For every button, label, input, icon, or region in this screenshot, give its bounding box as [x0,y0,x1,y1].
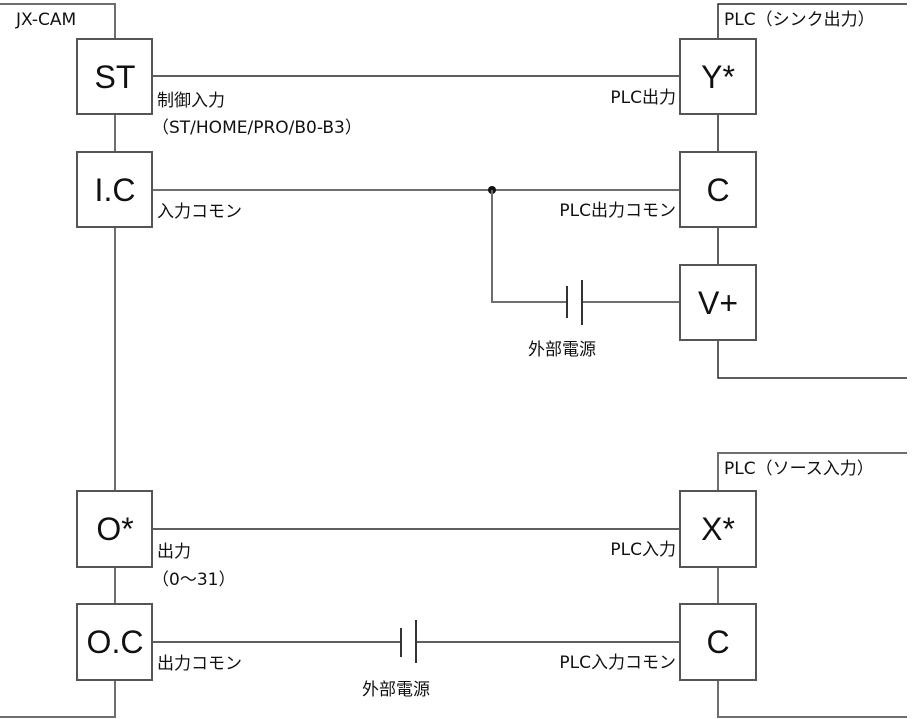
ext-power-bottom-label: 外部電源 [362,680,430,700]
jxcam-title: JX-CAM [15,10,76,30]
output-label: 出力 [157,542,191,562]
terminal-c-out: C [679,151,757,228]
plc-output-common-label: PLC出力コモン [559,201,676,221]
ext-power-top-label: 外部電源 [528,340,596,360]
plc-input-common-label: PLC入力コモン [559,653,676,673]
plc-source-title: PLC（ソース入力） [724,459,874,479]
control-input-label: 制御入力 [157,91,225,111]
wire-junction-to-battery [491,190,567,303]
terminal-x-star-label: X* [701,511,735,547]
terminal-o-star-label: O* [96,511,133,547]
terminal-st-label: ST [95,59,136,95]
terminal-x-star: X* [679,490,757,568]
terminal-y-star-label: Y* [701,59,735,95]
terminal-c-in: C [679,603,757,681]
output-common-label: 出力コモン [157,654,242,674]
terminal-o-star: O* [76,490,153,568]
terminal-v-plus-label: V+ [698,285,738,321]
terminal-ic-label: I.C [95,172,136,208]
control-input-detail-label: （ST/HOME/PRO/B0-B3） [152,118,362,138]
jxcam-frame-line [0,3,116,718]
terminal-st: ST [76,38,153,115]
terminal-c-in-label: C [706,624,729,660]
terminal-v-plus: V+ [679,264,757,341]
terminal-c-out-label: C [706,172,729,208]
plc-source-frame-line [717,452,907,718]
terminal-oc: O.C [76,603,153,681]
plc-output-label: PLC出力 [610,88,676,108]
terminal-y-star: Y* [679,38,757,115]
input-common-label: 入力コモン [157,202,242,222]
terminal-oc-label: O.C [87,624,144,660]
terminal-ic: I.C [76,151,153,228]
plc-sink-title: PLC（シンク出力） [724,10,875,30]
plc-input-label: PLC入力 [610,540,676,560]
output-range-label: （0～31） [152,570,235,590]
